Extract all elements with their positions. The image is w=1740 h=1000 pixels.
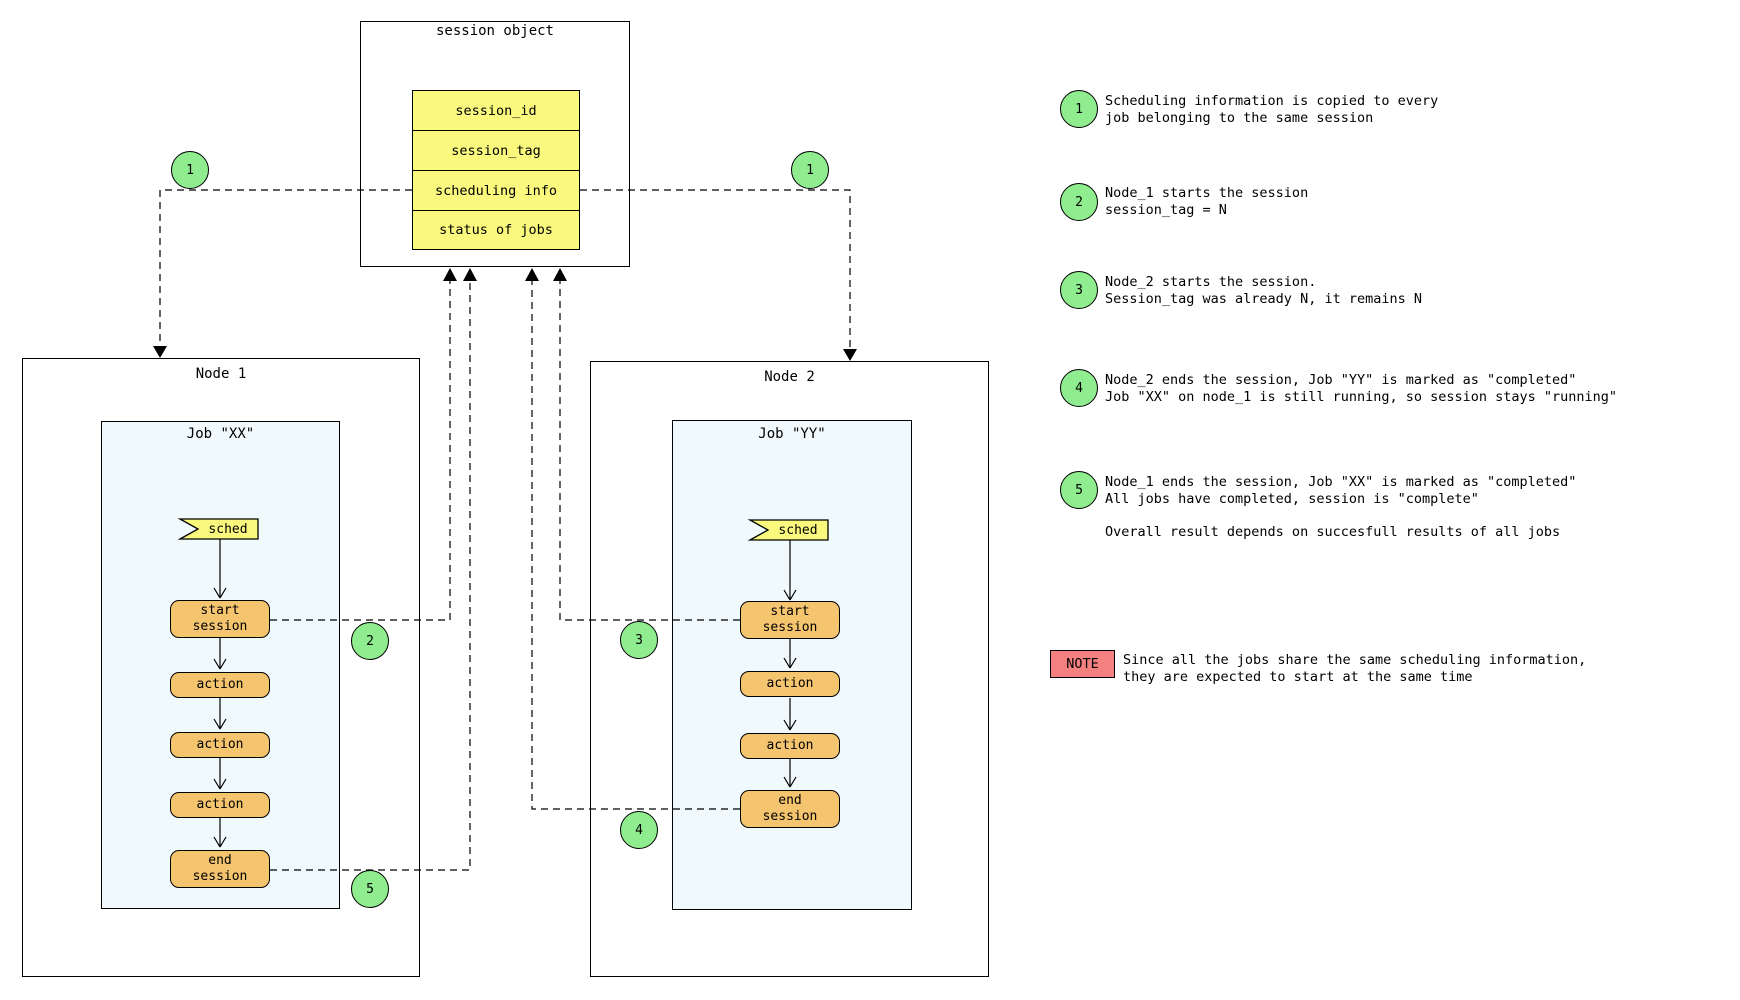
legend-text: Session_tag was already N, it remains N <box>1105 291 1422 307</box>
step-line: action <box>196 677 244 692</box>
connector-yy-start-to-session <box>559 281 740 621</box>
legend-text: job belonging to the same session <box>1105 110 1374 126</box>
step-line: action <box>196 737 244 752</box>
node2-title: Node 2 <box>764 369 815 385</box>
note-line: they are expected to start at the same t… <box>1123 669 1473 685</box>
legend-marker-2: 2 <box>1060 183 1098 221</box>
marker-1-right: 1 <box>791 151 829 189</box>
arrow-xx-action2-action3 <box>213 758 227 790</box>
legend-text: Node_1 ends the session, Job "XX" is mar… <box>1105 474 1577 490</box>
legend-footnote: Overall result depends on succesfull res… <box>1105 524 1561 540</box>
step-line: action <box>766 676 814 691</box>
marker-3: 3 <box>620 621 658 659</box>
connector-scheduling-to-node2 <box>580 189 851 349</box>
legend-item-3: Node_2 starts the session. Session_tag w… <box>1105 274 1422 308</box>
step-line: session <box>192 619 248 634</box>
legend-item-2: Node_1 starts the session session_tag = … <box>1105 185 1308 219</box>
session-field-session-id: session_id <box>412 90 580 131</box>
arrow-yy-action1-action2 <box>783 698 797 731</box>
session-field-status-of-jobs: status of jobs <box>412 210 580 250</box>
job-xx-title: Job "XX" <box>186 426 255 442</box>
sched-flag-label-yy: sched <box>778 522 818 538</box>
job-yy-title: Job "YY" <box>758 426 826 442</box>
arrow-xx-action3-end <box>213 818 227 848</box>
marker-1-left: 1 <box>171 151 209 189</box>
step-line: end <box>208 853 232 868</box>
arrowhead-into-node2 <box>843 349 857 361</box>
step-line: action <box>766 738 814 753</box>
step-line: start <box>770 604 810 619</box>
session-field-session-tag: session_tag <box>412 130 580 171</box>
step-line: session <box>762 809 818 824</box>
step-yy-end-session: end session <box>740 790 840 828</box>
arrow-xx-action1-action2 <box>213 698 227 730</box>
note-badge: NOTE <box>1050 650 1115 678</box>
legend-item-5: Node_1 ends the session, Job "XX" is mar… <box>1105 474 1576 508</box>
session-field-scheduling-info: scheduling info <box>412 170 580 211</box>
connector-yy-end-to-session <box>531 281 740 810</box>
step-line: start <box>200 603 240 618</box>
legend-marker-4: 4 <box>1060 369 1098 407</box>
arrowhead-xx-end <box>463 268 477 281</box>
arrowhead-into-node1 <box>153 346 167 358</box>
arrow-xx-sched-start <box>213 539 227 599</box>
connector-scheduling-to-node1 <box>159 189 412 346</box>
note-line: Since all the jobs share the same schedu… <box>1123 652 1587 668</box>
arrowhead-xx-start <box>443 268 457 281</box>
marker-2: 2 <box>351 622 389 660</box>
step-xx-action3: action <box>170 792 270 818</box>
legend-text: Node_1 starts the session <box>1105 185 1309 201</box>
step-line: action <box>196 797 244 812</box>
legend-text: Node_2 starts the session. <box>1105 274 1317 290</box>
arrow-yy-sched-start <box>783 540 797 601</box>
step-xx-action1: action <box>170 672 270 698</box>
session-object-title: session object <box>435 23 554 39</box>
marker-5: 5 <box>351 870 389 908</box>
sched-flag-shape-xx <box>177 518 259 540</box>
step-line: session <box>762 620 818 635</box>
legend-marker-3: 3 <box>1060 271 1098 309</box>
marker-4: 4 <box>620 811 658 849</box>
connector-xx-end-to-session <box>270 281 471 871</box>
legend-text: Scheduling information is copied to ever… <box>1105 93 1439 109</box>
step-xx-start-session: start session <box>170 600 270 638</box>
legend-item-4: Node_2 ends the session, Job "YY" is mar… <box>1105 372 1617 406</box>
legend-text: Node_2 ends the session, Job "YY" is mar… <box>1105 372 1577 388</box>
legend-text: All jobs have completed, session is "com… <box>1105 491 1479 507</box>
step-yy-start-session: start session <box>740 601 840 639</box>
arrow-xx-start-action1 <box>213 638 227 670</box>
legend-text: Job "XX" on node_1 is still running, so … <box>1105 389 1618 405</box>
step-yy-action2: action <box>740 733 840 759</box>
arrowhead-yy-end <box>525 268 539 281</box>
step-xx-action2: action <box>170 732 270 758</box>
arrow-yy-action2-end <box>783 759 797 788</box>
arrowhead-yy-start <box>553 268 567 281</box>
legend-marker-5: 5 <box>1060 471 1098 509</box>
legend-item-1: Scheduling information is copied to ever… <box>1105 93 1438 127</box>
sched-flag-label-xx: sched <box>208 521 248 537</box>
sched-flag-shape-yy <box>747 519 829 541</box>
legend-text: session_tag = N <box>1105 202 1227 218</box>
step-line: session <box>192 869 248 884</box>
node1-title: Node 1 <box>195 366 247 382</box>
step-xx-end-session: end session <box>170 850 270 888</box>
legend-marker-1: 1 <box>1060 90 1098 128</box>
step-line: end <box>778 793 802 808</box>
arrow-yy-start-action1 <box>783 639 797 669</box>
note-text: Since all the jobs share the same schedu… <box>1123 652 1586 686</box>
connector-xx-start-to-session <box>270 281 451 621</box>
step-yy-action1: action <box>740 671 840 697</box>
